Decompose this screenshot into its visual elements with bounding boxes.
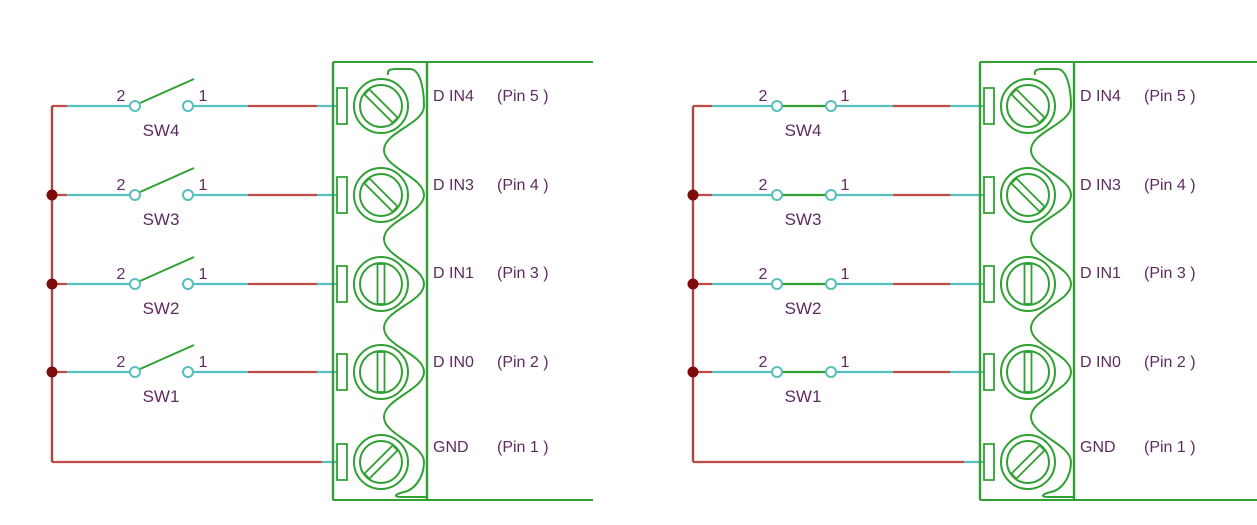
port-pin: (Pin 2 ) [1144,354,1196,371]
port-signal: GND [1080,439,1116,456]
wiring [46,78,338,464]
switch-terminal [771,189,783,201]
terminal-number: 2 [117,266,126,283]
switch-terminal [129,366,141,378]
switch-terminal [129,189,141,201]
terminal-number: 1 [199,266,208,283]
teal-wire-segments [67,104,338,464]
port-signal: D IN0 [433,354,474,371]
terminal-number: 1 [841,177,850,194]
terminal-number: 1 [199,88,208,105]
port-signal: D IN3 [433,177,474,194]
module-outline [333,61,593,501]
port-signal: D IN4 [1080,88,1121,105]
switch-terminal [182,100,194,112]
switch-terminal [825,278,837,290]
port-signal: D IN1 [433,265,474,282]
switch-name: SW2 [143,299,180,318]
diagram-switches-open: 2 1 SW4 2 1 SW3 2 1 SW2 2 1 SW1 D IN4 (P… [46,60,593,502]
terminal-number: 2 [759,88,768,105]
port-pin: (Pin 1 ) [497,439,549,456]
terminal-number: 2 [759,177,768,194]
teal-wire-segments [712,104,985,464]
switch-terminal [129,100,141,112]
junction-dot [46,189,58,201]
switch-name: SW3 [785,210,822,229]
terminal-number: 2 [117,354,126,371]
junction-dot [687,366,699,378]
port-pin: (Pin 3 ) [497,265,549,282]
switch-terminal [771,278,783,290]
terminal-number: 2 [759,266,768,283]
red-wire-segments [693,104,964,464]
port-signal: D IN1 [1080,265,1121,282]
diagram-switches-closed: 2 1 SW4 2 1 SW3 2 1 SW2 2 1 SW1 D IN4 (P… [687,60,1257,502]
terminal-number: 2 [117,177,126,194]
port-pin: (Pin 5 ) [497,88,549,105]
switch-name: SW3 [143,210,180,229]
switch-name: SW1 [143,387,180,406]
terminal-number: 2 [117,88,126,105]
port-signal: D IN4 [433,88,474,105]
port-pin: (Pin 4 ) [1144,177,1196,194]
switch-terminal [182,278,194,290]
switch-blades-open [139,78,195,370]
port-pin: (Pin 2 ) [497,354,549,371]
switch-terminal [182,189,194,201]
port-pin: (Pin 4 ) [497,177,549,194]
terminal-number: 1 [841,88,850,105]
labels: 2 1 SW4 2 1 SW3 2 1 SW2 2 1 SW1 D IN4 (P… [117,88,549,456]
port-pin: (Pin 5 ) [1144,88,1196,105]
port-pin: (Pin 1 ) [1144,439,1196,456]
switch-terminal [129,278,141,290]
terminal-number: 1 [199,177,208,194]
wiring [687,100,985,464]
switch-name: SW4 [785,121,822,140]
terminal-block [331,60,429,502]
switch-terminal [825,189,837,201]
junction-dot [687,189,699,201]
switch-terminal [771,366,783,378]
terminal-block [978,60,1076,502]
port-pin: (Pin 3 ) [1144,265,1196,282]
switch-name: SW1 [785,387,822,406]
terminal-number: 1 [841,266,850,283]
terminal-number: 1 [841,354,850,371]
switch-terminal [825,100,837,112]
switch-blades-closed [782,104,826,374]
terminal-number: 1 [199,354,208,371]
switch-terminal [771,100,783,112]
port-signal: GND [433,439,469,456]
port-signal: D IN3 [1080,177,1121,194]
switch-terminal [182,366,194,378]
junction-dot [46,366,58,378]
module-outline [980,61,1257,501]
switch-name: SW2 [785,299,822,318]
port-signal: D IN0 [1080,354,1121,371]
junction-dot [46,278,58,290]
labels: 2 1 SW4 2 1 SW3 2 1 SW2 2 1 SW1 D IN4 (P… [759,88,1196,456]
junction-dot [687,278,699,290]
switch-name: SW4 [143,121,180,140]
switch-terminal [825,366,837,378]
terminal-number: 2 [759,354,768,371]
red-wire-segments [52,104,322,464]
